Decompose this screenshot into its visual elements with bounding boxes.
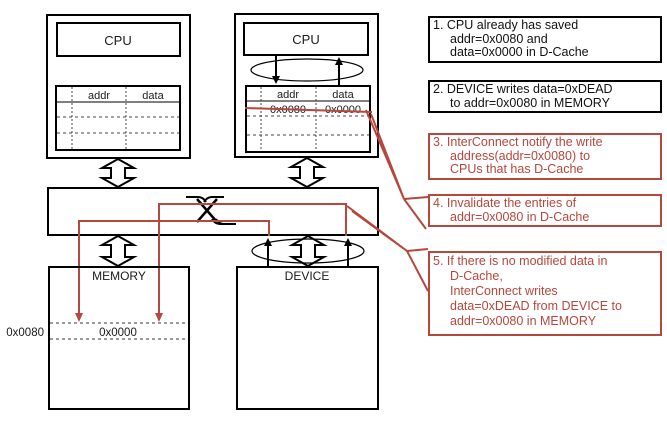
callout-to-annotation-4 [365,109,429,230]
cache-right-data-header: data [332,89,354,101]
annotation-line: 2. DEVICE writes data=0xDEAD [433,82,613,96]
memory-write-arrowhead-2 [155,313,163,322]
annotation-line: data=0x0000 in D-Cache [450,45,589,59]
annotation-line: data=0xDEAD from DEVICE to [450,299,622,313]
device-write-ellipse-icon [251,238,365,264]
cache-right-addr-header: addr [277,89,299,101]
annotation-line: 4. Invalidate the entries of [433,196,577,210]
annotation-line: addr=0x0080 in D-Cache [450,209,590,224]
device-unit: DEVICE [236,266,379,410]
double-arrow-icon-memory [98,234,138,268]
device-label: DEVICE [285,269,330,283]
annotation-1: 1. CPU already has saved addr=0x0080 and… [428,16,662,63]
callout-to-annotation-5 [346,205,429,292]
annotation-line: 1. CPU already has saved [433,18,579,32]
annotation-line: 5. If there is no modified data in [433,254,608,268]
annotation-line: InterConnect writes [450,284,558,298]
cpu-right-cache-table [245,85,371,153]
double-arrow-icon-cpu-right [287,156,327,189]
device-write-arrows [251,238,365,267]
annotation-5: 5. If there is no modified data in D-Cac… [428,251,662,336]
annotation-line: to addr=0x0080 in MEMORY [450,95,610,110]
memory-row-address-label: 0x0080 [6,327,44,339]
strikethrough-line [244,107,373,113]
callout-lines [346,109,429,292]
cpu-left-label: CPU [104,33,131,48]
cpu-left-cache-table [55,85,181,151]
memory-label: MEMORY [92,269,146,283]
crossbar-icon [186,196,236,225]
interconnect-bar [47,187,379,236]
annotation-line: D-Cache, [450,269,503,283]
cpu-right-box [243,22,369,56]
annotation-3: 3. InterConnect notify the write address… [428,133,662,180]
cpu-left-box [56,22,181,57]
annotation-line: addr=0x0080 in MEMORY [450,314,597,328]
memory-write-arrowhead-1 [75,313,83,322]
red-flow-path-b [158,203,347,314]
cache-row-data-value: 0x0000 [325,104,361,116]
annotation-line: 3. InterConnect notify the write [433,135,603,149]
cpu-right-label: CPU [292,32,319,47]
annotation-4: 4. Invalidate the entries of addr=0x0080… [428,194,662,227]
device-box [236,266,379,410]
memory-unit: MEMORY 0x0000 0x0080 [6,266,190,410]
annotation-2: 2. DEVICE writes data=0xDEAD to addr=0x0… [428,80,662,113]
cpu-right-unit: CPU addr data 0x0080 0x0000 [234,13,379,158]
down-arrowhead-icon [272,76,280,84]
double-arrow-icon-cpu-left [98,157,138,189]
annotation-line: CPUs that has D-Cache [450,162,584,176]
memory-box [48,266,190,410]
double-arrow-icon-device [288,234,328,268]
cache-left-data-header: data [142,90,164,102]
invalidate-ellipse-icon [250,58,364,82]
annotation-line: address(addr=0x0080) to [450,148,591,163]
cpu-left-unit: CPU addr data [46,14,191,159]
cache-left-addr-header: addr [88,90,110,102]
memory-row-value: 0x0000 [99,327,137,339]
annotation-line: addr=0x0080 and [450,31,548,46]
